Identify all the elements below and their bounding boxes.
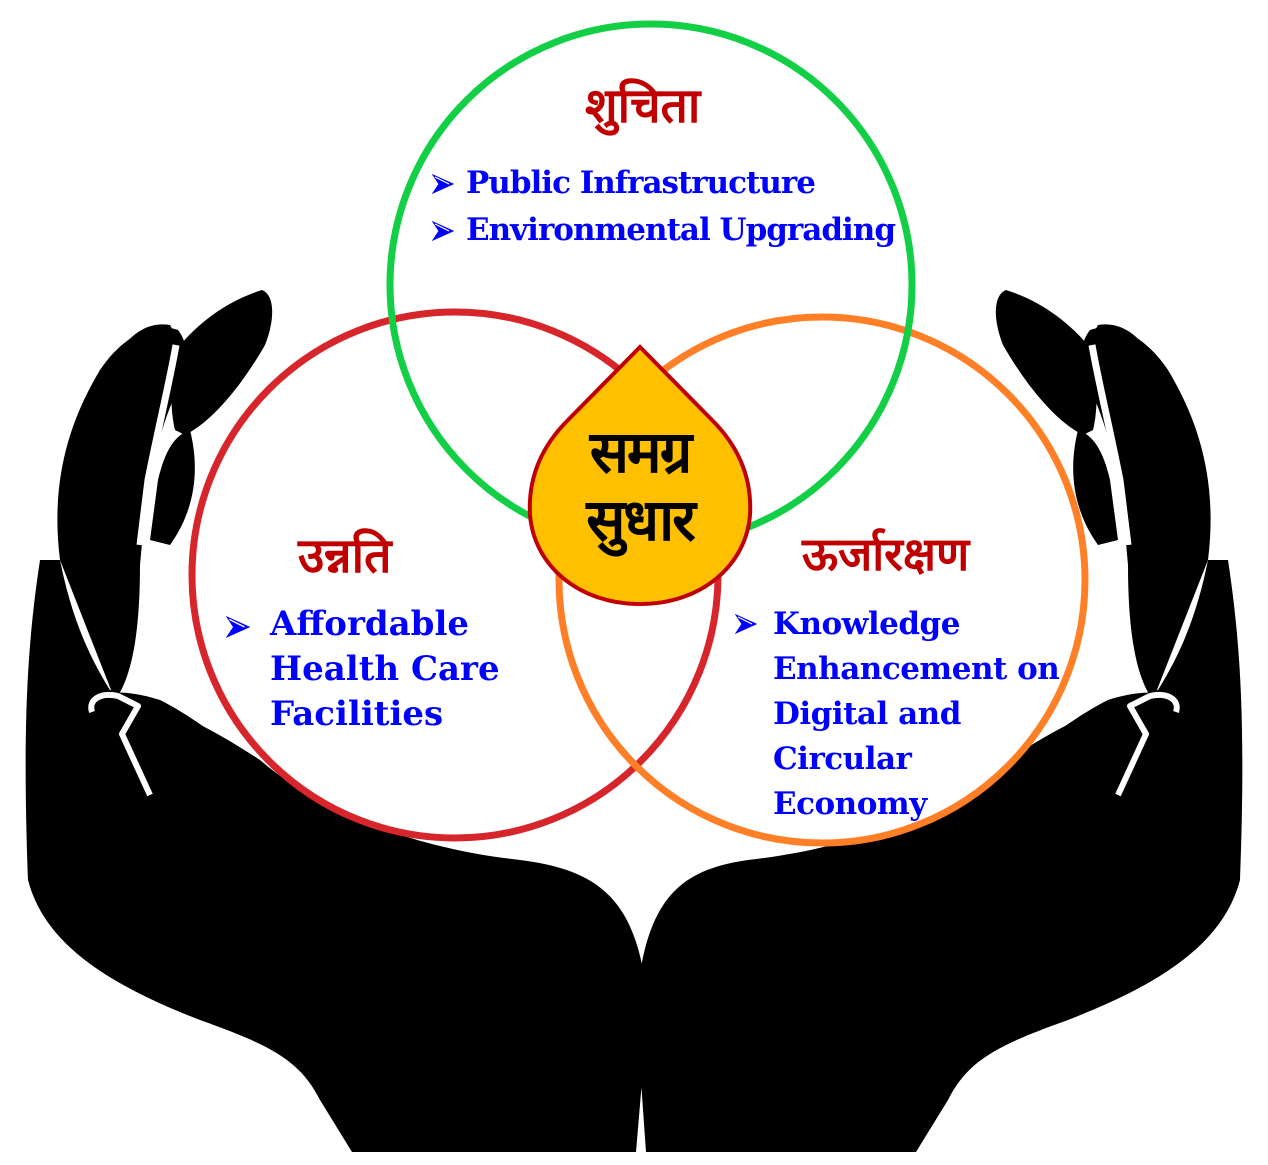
right-circle-list: Knowledge Enhancement on Digital and Cir… [735, 602, 1060, 827]
bullet-arrow-icon [735, 614, 757, 634]
left-hand-icon [25, 290, 648, 1152]
left-circle-list: Affordable Health Care Facilities [226, 602, 500, 737]
top-circle-list: Public Infrastructure Environmental Upgr… [432, 160, 896, 254]
center-label-line2: सुधार [586, 486, 696, 554]
left-circle-title: उन्नति [298, 528, 392, 584]
list-item: Public Infrastructure [432, 160, 895, 207]
top-circle-title: शुचिता [585, 78, 701, 134]
center-label-line1: समग्र [589, 418, 693, 486]
list-item: Knowledge Enhancement on Digital and Cir… [773, 606, 1060, 822]
left-finger-gap [136, 344, 180, 546]
right-hand-icon [636, 290, 1243, 1152]
bullet-arrow-icon [432, 174, 454, 194]
list-item: Affordable Health Care Facilities [270, 604, 500, 734]
right-finger-gap [1088, 344, 1132, 546]
bullet-arrow-icon [226, 616, 250, 638]
list-item: Environmental Upgrading [432, 207, 896, 254]
right-thumbnail-outline [1115, 692, 1180, 797]
right-circle-ring [555, 313, 1089, 847]
drop-icon [527, 344, 753, 607]
bullet-arrow-icon [432, 221, 454, 241]
left-thumbnail-outline [88, 692, 153, 797]
right-circle-title: ऊर्जारक्षण [802, 527, 970, 581]
center-label: समग्र सुधार [540, 418, 740, 554]
